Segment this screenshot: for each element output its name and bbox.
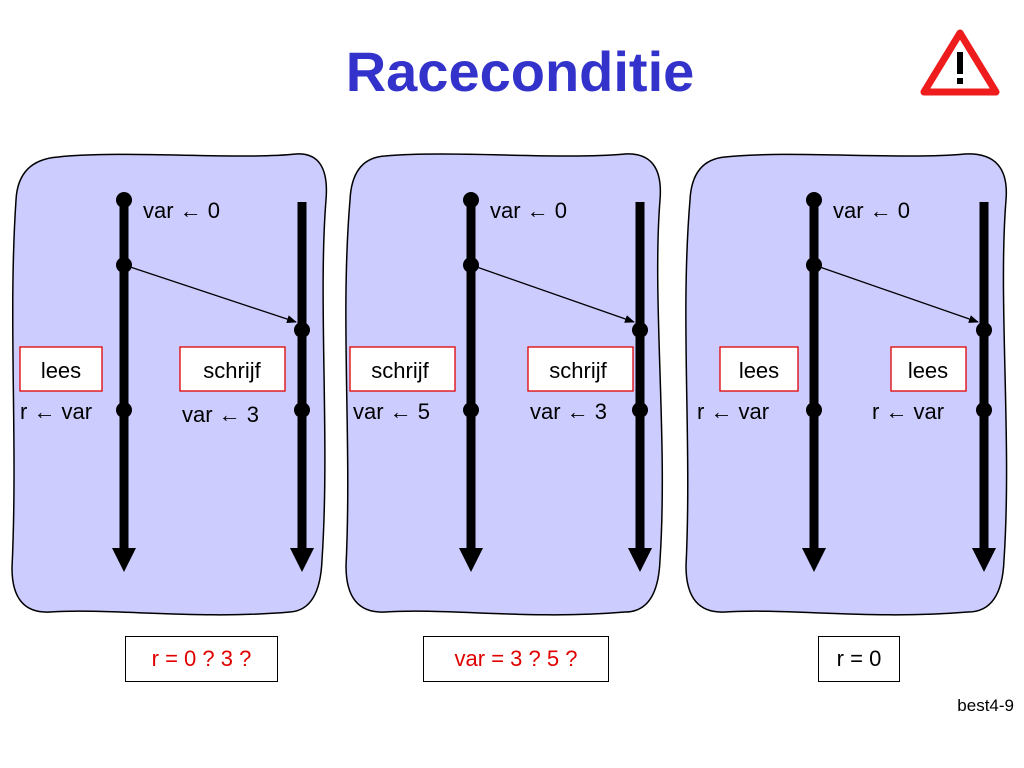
left-action-box <box>19 346 103 392</box>
timeline-right-arrowhead <box>628 548 652 572</box>
right-action-label: lees <box>908 358 948 383</box>
spawn-arrow <box>470 264 635 323</box>
right-action-label: schrijf <box>549 358 607 383</box>
right-operation-label: r ← var <box>872 399 944 424</box>
result-box-1: r = 0 ? 3 ? <box>125 636 278 682</box>
timeline-left-arrowhead <box>459 548 483 572</box>
timeline-right-arrowhead <box>972 548 996 572</box>
right-operation-label: var ← 3 <box>530 399 607 424</box>
scenario-panel-3: var ← 0 lees lees r ← var r ← var <box>685 153 1008 616</box>
left-operation-label: var ← 5 <box>353 399 430 424</box>
panel-background <box>11 153 328 616</box>
right-action-box <box>890 346 967 392</box>
event-dot-right-op <box>976 402 992 418</box>
spawn-arrow <box>813 264 979 323</box>
result-box-3: r = 0 <box>818 636 900 682</box>
right-action-box <box>527 346 634 392</box>
spawn-arrow <box>123 264 297 323</box>
left-operation-label: r ← var <box>20 399 92 424</box>
event-dot-left-op <box>116 402 132 418</box>
left-action-label: lees <box>41 358 81 383</box>
slide-number: best4-9 <box>957 696 1014 715</box>
scenario-panel-1: var ← 0 lees schrijf r ← var var ← 3 <box>11 153 328 616</box>
init-label: var ← 0 <box>490 198 567 223</box>
slide-title: Raceconditie <box>345 40 695 103</box>
init-label: var ← 0 <box>143 198 220 223</box>
left-action-label: schrijf <box>371 358 429 383</box>
right-action-label: schrijf <box>203 358 261 383</box>
event-dot-start <box>294 322 310 338</box>
event-dot-left-op <box>806 402 822 418</box>
event-dot-start <box>976 322 992 338</box>
timeline-left-arrowhead <box>112 548 136 572</box>
left-operation-label: r ← var <box>697 399 769 424</box>
event-dot-right-op <box>632 402 648 418</box>
event-dot-start <box>632 322 648 338</box>
event-dot-right-op <box>294 402 310 418</box>
panel-background <box>685 153 1008 616</box>
left-action-box <box>349 346 456 392</box>
scenario-panel-2: var ← 0 schrijf schrijf var ← 5 var ← 3 <box>345 153 664 616</box>
event-dot-init <box>463 192 479 208</box>
right-operation-label: var ← 3 <box>182 402 259 427</box>
event-dot-init <box>116 192 132 208</box>
panel-background <box>345 153 664 616</box>
init-label: var ← 0 <box>833 198 910 223</box>
result-box-2: var = 3 ? 5 ? <box>423 636 609 682</box>
left-action-box <box>719 346 799 392</box>
warning-triangle-icon <box>920 29 1000 96</box>
timeline-right-arrowhead <box>290 548 314 572</box>
left-action-label: lees <box>739 358 779 383</box>
event-dot-init <box>806 192 822 208</box>
right-action-box <box>179 346 286 392</box>
timeline-left-arrowhead <box>802 548 826 572</box>
event-dot-left-op <box>463 402 479 418</box>
